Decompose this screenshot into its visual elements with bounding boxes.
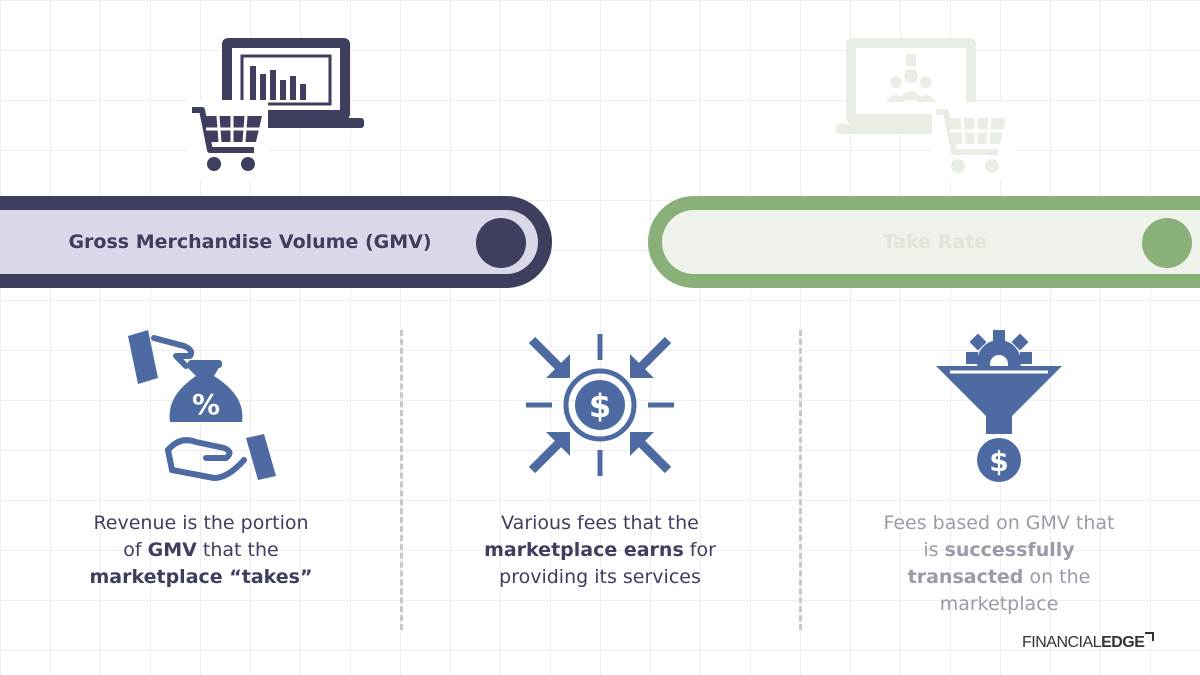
take-rate-pill-dot bbox=[1142, 218, 1192, 268]
coin-dollar-symbol: $ bbox=[589, 387, 611, 425]
take-rate-line-1: Fees based on GMV that bbox=[883, 512, 1115, 534]
funnel-gear-dollar-icon: $ bbox=[936, 326, 1062, 482]
logo-part-1: FINANCIAL bbox=[1022, 634, 1102, 651]
revenue-line-3-bold: marketplace “takes” bbox=[89, 566, 313, 588]
take-rate-label: Take Rate bbox=[882, 231, 988, 253]
gmv-pill-inner bbox=[0, 210, 538, 274]
take-rate-line-4: marketplace bbox=[939, 593, 1059, 615]
take-rate-line-2-pre: is bbox=[923, 539, 945, 561]
take-rate-line-3-post: on the bbox=[1023, 566, 1091, 588]
gmv-pill-dot bbox=[476, 218, 526, 268]
revenue-description: Revenue is the portion of GMV that the m… bbox=[36, 510, 366, 591]
converging-arrows-dollar-icon: $ bbox=[526, 334, 674, 476]
money-bag-hand-icon: % bbox=[124, 326, 280, 486]
take-rate-pill-inner bbox=[662, 210, 1200, 274]
fees-line-3: providing its services bbox=[499, 566, 701, 588]
bag-percent-symbol: % bbox=[192, 388, 220, 421]
logo-part-2: EDGE bbox=[1101, 634, 1145, 651]
financial-edge-logo: FINANCIALEDGE bbox=[1022, 632, 1155, 652]
revenue-line-2-pre: of bbox=[123, 539, 148, 561]
revenue-line-1: Revenue is the portion bbox=[93, 512, 309, 534]
column-divider-right bbox=[799, 330, 802, 630]
revenue-line-2-post: that the bbox=[196, 539, 279, 561]
column-divider-left bbox=[400, 330, 403, 630]
fees-line-2-bold: marketplace earns bbox=[484, 539, 684, 561]
logo-corner-mark bbox=[1145, 632, 1155, 641]
laptop-cart-icon bbox=[188, 36, 368, 180]
fees-line-2-post: for bbox=[683, 539, 716, 561]
take-rate-description: Fees based on GMV that is successfully t… bbox=[834, 510, 1164, 618]
fees-description: Various fees that the marketplace earns … bbox=[435, 510, 765, 591]
revenue-line-2-bold: GMV bbox=[147, 539, 197, 561]
funnel-dollar-symbol: $ bbox=[989, 445, 1008, 478]
laptop-people-cart-icon bbox=[836, 36, 1016, 180]
gmv-label: Gross Merchandise Volume (GMV) bbox=[68, 231, 432, 253]
take-rate-line-2-bold: successfully bbox=[944, 539, 1075, 561]
fees-line-1: Various fees that the bbox=[501, 512, 699, 534]
take-rate-line-3-bold: transacted bbox=[907, 566, 1024, 588]
